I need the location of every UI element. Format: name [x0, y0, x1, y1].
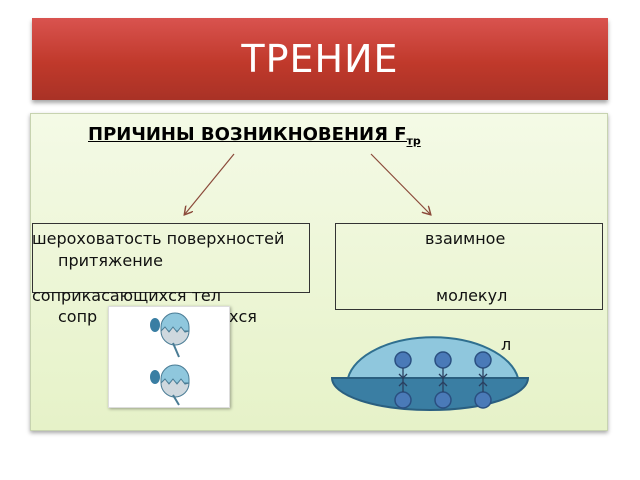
subtitle-subscript: тр	[406, 134, 421, 148]
right-cause-line1: взаимное	[425, 229, 506, 248]
right-arrow	[370, 153, 430, 214]
left-cause-box	[32, 223, 310, 293]
title-bar: ТРЕНИЕ	[32, 18, 608, 100]
subtitle-text: ПРИЧИНЫ ВОЗНИКНОВЕНИЯ F	[88, 124, 407, 145]
right-cause-box	[335, 223, 603, 310]
slide-title: ТРЕНИЕ	[241, 37, 399, 81]
left-cause-line2: притяжение	[58, 251, 163, 270]
rough-surface-icon	[150, 312, 190, 406]
left-cause-fragment: хся	[229, 307, 257, 326]
left-cause-line1: шероховатость поверхностей	[32, 229, 285, 248]
molecule-attraction-icon	[330, 336, 530, 411]
roughness-image	[108, 306, 230, 408]
left-arrow	[185, 153, 235, 214]
right-cause-line2: молекул	[436, 286, 508, 305]
right-cause-line3: л	[501, 335, 512, 354]
left-cause-line4: сопр	[58, 307, 98, 326]
subtitle: ПРИЧИНЫ ВОЗНИКНОВЕНИЯ Fтр	[88, 124, 421, 148]
left-cause-line3: соприкасающихся тел	[32, 286, 221, 305]
